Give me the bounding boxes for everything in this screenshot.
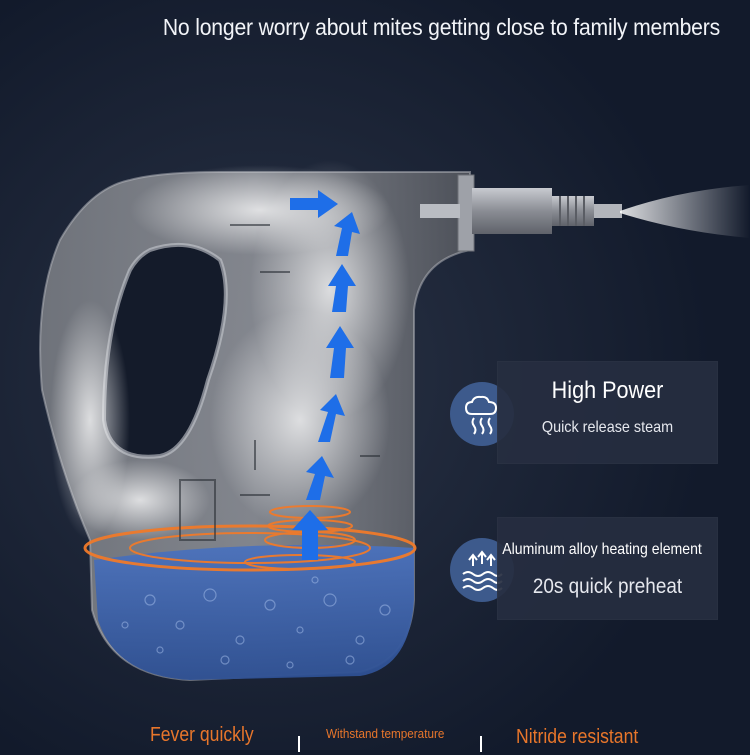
feature-card-high-power: High Power Quick release steam [497,361,718,464]
nozzle [420,174,622,252]
headline: No longer worry about mites getting clos… [162,14,720,40]
divider [480,736,482,752]
bottom-label-withstand-temperature: Withstand temperature [326,726,445,741]
divider [298,736,300,752]
water-tank [94,544,414,680]
bottom-label-nitride-resistant: Nitride resistant [516,726,639,748]
feature-title: Aluminum alloy heating element [502,541,702,558]
bottom-label-fever-quickly: Fever quickly [150,724,254,746]
feature-card-heating-element: Aluminum alloy heating element 20s quick… [497,517,718,620]
feature-subtitle: 20s quick preheat [532,575,683,598]
handle-opening [101,242,228,459]
feature-title: High Power [551,377,664,404]
feature-subtitle: Quick release steam [541,419,674,436]
